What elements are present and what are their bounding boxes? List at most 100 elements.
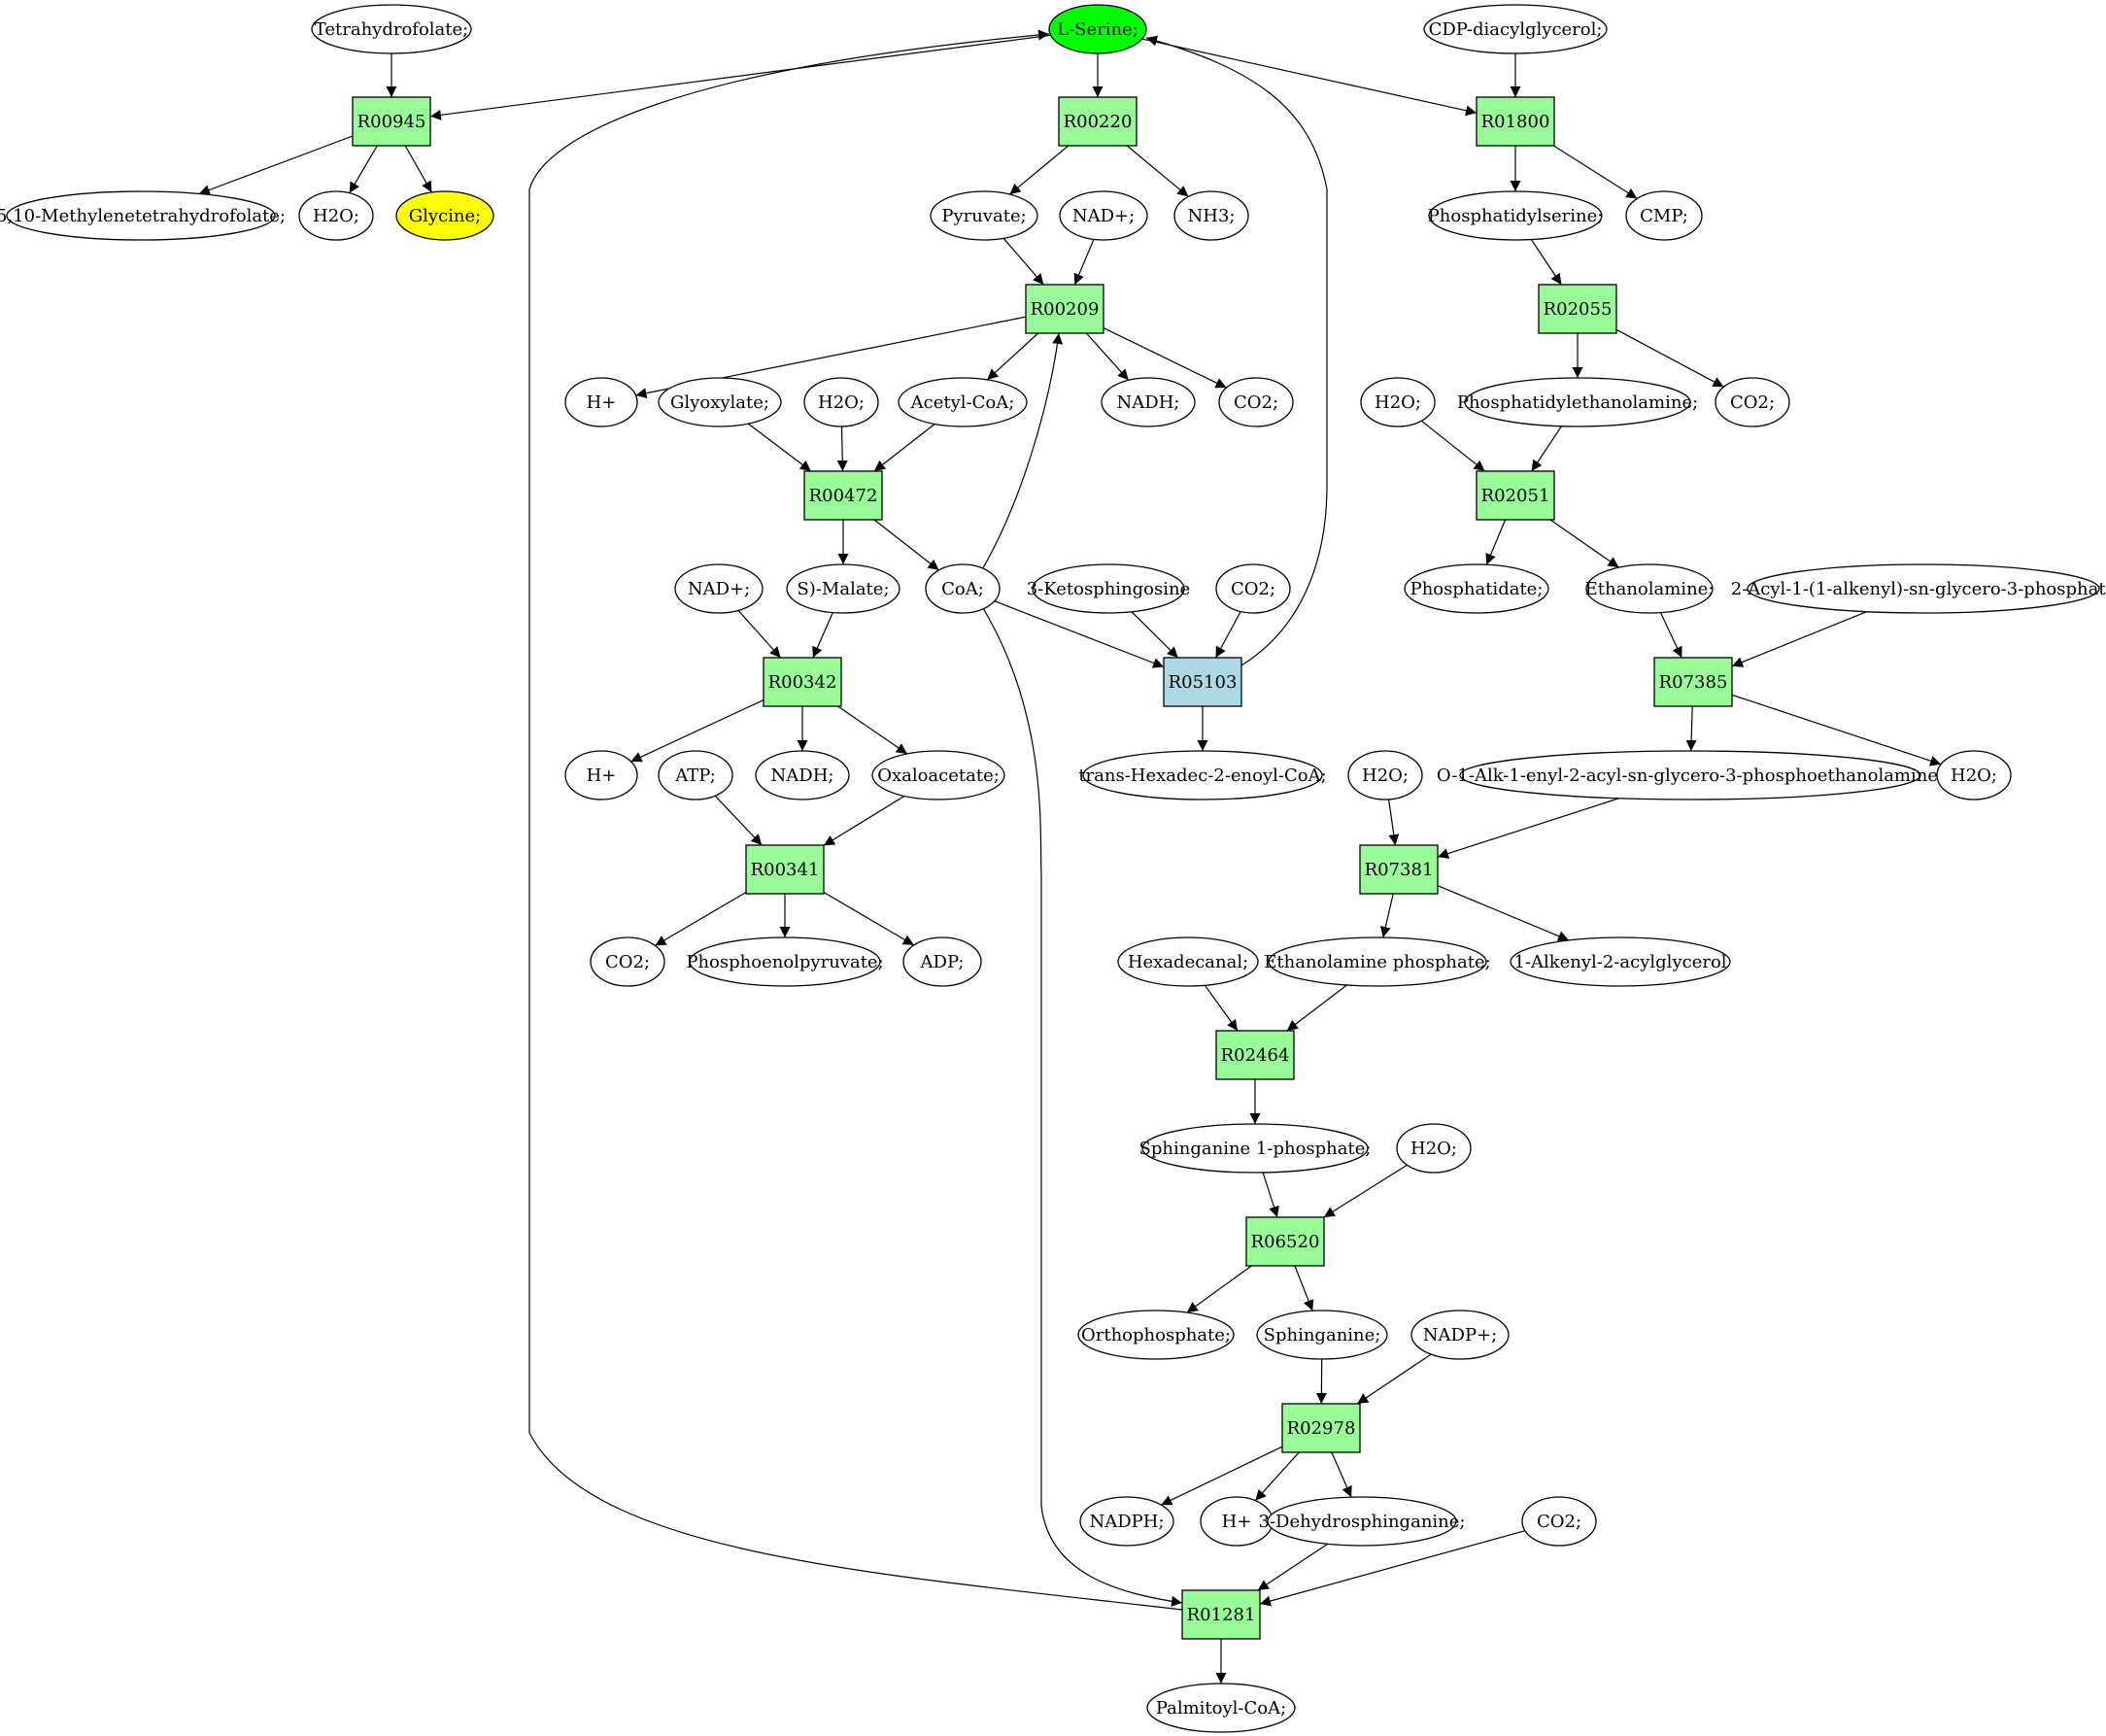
reaction-node-r01281[interactable]: R01281 (1181, 1589, 1261, 1640)
compound-ellipse[interactable] (298, 190, 374, 241)
compound-node-orthophosphate[interactable]: Orthophosphate; (1077, 1310, 1235, 1360)
reaction-node-r02055[interactable]: R02055 (1538, 284, 1617, 334)
compound-node-serine[interactable]: L-Serine; (1048, 4, 1147, 54)
compound-node-acetylcoa[interactable]: Acetyl-CoA; (898, 377, 1028, 427)
reaction-node-r00209[interactable]: R00209 (1025, 284, 1104, 334)
compound-node-co2-d[interactable]: CO2; (590, 936, 665, 987)
reaction-node-r07385[interactable]: R07385 (1653, 657, 1733, 707)
compound-ellipse[interactable] (1077, 1310, 1235, 1360)
compound-ellipse[interactable] (658, 377, 782, 427)
compound-ellipse[interactable] (311, 4, 472, 54)
compound-node-thf[interactable]: Tetrahydrofolate; (311, 4, 472, 54)
compound-ellipse[interactable] (6, 190, 276, 241)
compound-node-h2o-e[interactable]: H2O; (1936, 750, 2012, 800)
reaction-box[interactable] (1215, 1030, 1295, 1080)
compound-ellipse[interactable] (1268, 936, 1487, 987)
reaction-node-r00472[interactable]: R00472 (803, 470, 883, 521)
compound-node-oxaloacetate[interactable]: Oxaloacetate; (871, 750, 1005, 800)
compound-node-co2-e[interactable]: CO2; (1521, 1496, 1597, 1547)
compound-ellipse[interactable] (1146, 1683, 1296, 1733)
reaction-node-r02978[interactable]: R02978 (1281, 1403, 1361, 1453)
compound-node-hexadecanal[interactable]: Hexadecanal; (1117, 936, 1259, 987)
reaction-box[interactable] (1281, 1403, 1361, 1453)
compound-node-nadh-a[interactable]: NADH; (1101, 377, 1196, 427)
compound-node-co2-c[interactable]: CO2; (1215, 563, 1291, 614)
compound-node-adp[interactable]: ADP; (902, 936, 982, 987)
compound-node-h2o-b[interactable]: H2O; (803, 377, 879, 427)
compound-ellipse[interactable] (1082, 750, 1323, 800)
compound-node-pyruvate[interactable]: Pyruvate; (930, 190, 1038, 241)
compound-node-alkenylacylglycerol[interactable]: 1-Alkenyl-2-acylglycerol (1510, 936, 1731, 987)
compound-node-etnp[interactable]: Ethanolamine phosphate; (1264, 936, 1491, 987)
reaction-box[interactable] (1163, 657, 1242, 707)
compound-node-h-a[interactable]: H+ (564, 377, 638, 427)
compound-ellipse[interactable] (1396, 1123, 1472, 1174)
compound-ellipse[interactable] (1048, 4, 1147, 54)
compound-ellipse[interactable] (930, 190, 1038, 241)
compound-node-nadh-b[interactable]: NADH; (755, 750, 850, 800)
compound-node-coa[interactable]: CoA; (925, 563, 1001, 614)
compound-ellipse[interactable] (590, 936, 665, 987)
compound-ellipse[interactable] (1141, 1123, 1369, 1174)
reaction-box[interactable] (1476, 96, 1555, 147)
compound-node-sphinganine1p[interactable]: Sphinganine 1-phosphate; (1139, 1123, 1372, 1174)
compound-ellipse[interactable] (1428, 190, 1603, 241)
compound-ellipse[interactable] (1510, 936, 1731, 987)
compound-node-phosphatidate[interactable]: Phosphatidate; (1404, 563, 1549, 614)
compound-ellipse[interactable] (898, 377, 1028, 427)
compound-ellipse[interactable] (1521, 1496, 1597, 1547)
reaction-node-r05103[interactable]: R05103 (1163, 657, 1242, 707)
compound-node-methylene-thf[interactable]: 5,10-Methylenetetrahydrofolate; (0, 190, 286, 241)
compound-node-nadph[interactable]: NADPH; (1079, 1496, 1174, 1547)
compound-node-h2o-a[interactable]: H2O; (298, 190, 374, 241)
compound-node-atp[interactable]: ATP; (658, 750, 733, 800)
compound-ellipse[interactable] (1410, 1310, 1510, 1360)
compound-node-nad-b[interactable]: NAD+; (674, 563, 764, 614)
compound-node-h-c[interactable]: H+ (1200, 1496, 1274, 1547)
compound-ellipse[interactable] (564, 750, 638, 800)
compound-ellipse[interactable] (1715, 377, 1790, 427)
compound-node-ethanolamine[interactable]: Ethanolamine; (1585, 563, 1715, 614)
reaction-box[interactable] (1538, 284, 1617, 334)
compound-node-alkenylpe[interactable]: O-1-Alk-1-enyl-2-acyl-sn-glycero-3-phosp… (1437, 750, 1944, 800)
compound-ellipse[interactable] (1215, 563, 1291, 614)
compound-ellipse[interactable] (1059, 190, 1148, 241)
compound-ellipse[interactable] (1267, 1496, 1457, 1547)
reaction-box[interactable] (763, 657, 842, 707)
compound-node-glycine[interactable]: Glycine; (395, 190, 494, 241)
compound-ellipse[interactable] (1625, 190, 1703, 241)
compound-node-co2-b[interactable]: CO2; (1715, 377, 1790, 427)
compound-node-pethanolamine[interactable]: Phosphatidylethanolamine; (1457, 377, 1698, 427)
compound-node-pep[interactable]: Phosphoenolpyruvate; (686, 936, 884, 987)
compound-node-palmitoylcoa[interactable]: Palmitoyl-CoA; (1146, 1683, 1296, 1733)
compound-node-acylalkenyl[interactable]: 2-Acyl-1-(1-alkenyl)-sn-glycero-3-phosph… (1731, 563, 2106, 614)
compound-node-hexadecenoyl[interactable]: trans-Hexadec-2-enoyl-CoA; (1078, 750, 1327, 800)
compound-ellipse[interactable] (1360, 377, 1436, 427)
compound-ellipse[interactable] (395, 190, 494, 241)
compound-ellipse[interactable] (1747, 563, 2100, 614)
reaction-box[interactable] (745, 844, 825, 895)
compound-ellipse[interactable] (564, 377, 638, 427)
compound-node-sphinganine[interactable]: Sphinganine; (1256, 1310, 1388, 1360)
compound-ellipse[interactable] (1936, 750, 2012, 800)
compound-node-nad-a[interactable]: NAD+; (1059, 190, 1148, 241)
reaction-node-r00945[interactable]: R00945 (352, 96, 431, 147)
reaction-node-r02464[interactable]: R02464 (1215, 1030, 1295, 1080)
compound-ellipse[interactable] (1347, 750, 1423, 800)
reaction-box[interactable] (352, 96, 431, 147)
reaction-box[interactable] (1245, 1216, 1325, 1267)
compound-ellipse[interactable] (755, 750, 850, 800)
compound-node-co2-a[interactable]: CO2; (1218, 377, 1294, 427)
reaction-node-r00220[interactable]: R00220 (1058, 96, 1138, 147)
compound-ellipse[interactable] (674, 563, 764, 614)
compound-ellipse[interactable] (786, 563, 900, 614)
compound-ellipse[interactable] (1459, 750, 1921, 800)
compound-ellipse[interactable] (871, 750, 1005, 800)
compound-ellipse[interactable] (1117, 936, 1259, 987)
compound-ellipse[interactable] (925, 563, 1001, 614)
compound-node-ketosph[interactable]: 3-Ketosphingosine (1027, 563, 1191, 614)
reaction-node-r00342[interactable]: R00342 (763, 657, 842, 707)
compound-ellipse[interactable] (902, 936, 982, 987)
reaction-node-r00341[interactable]: R00341 (745, 844, 825, 895)
reaction-node-r02051[interactable]: R02051 (1476, 470, 1555, 521)
